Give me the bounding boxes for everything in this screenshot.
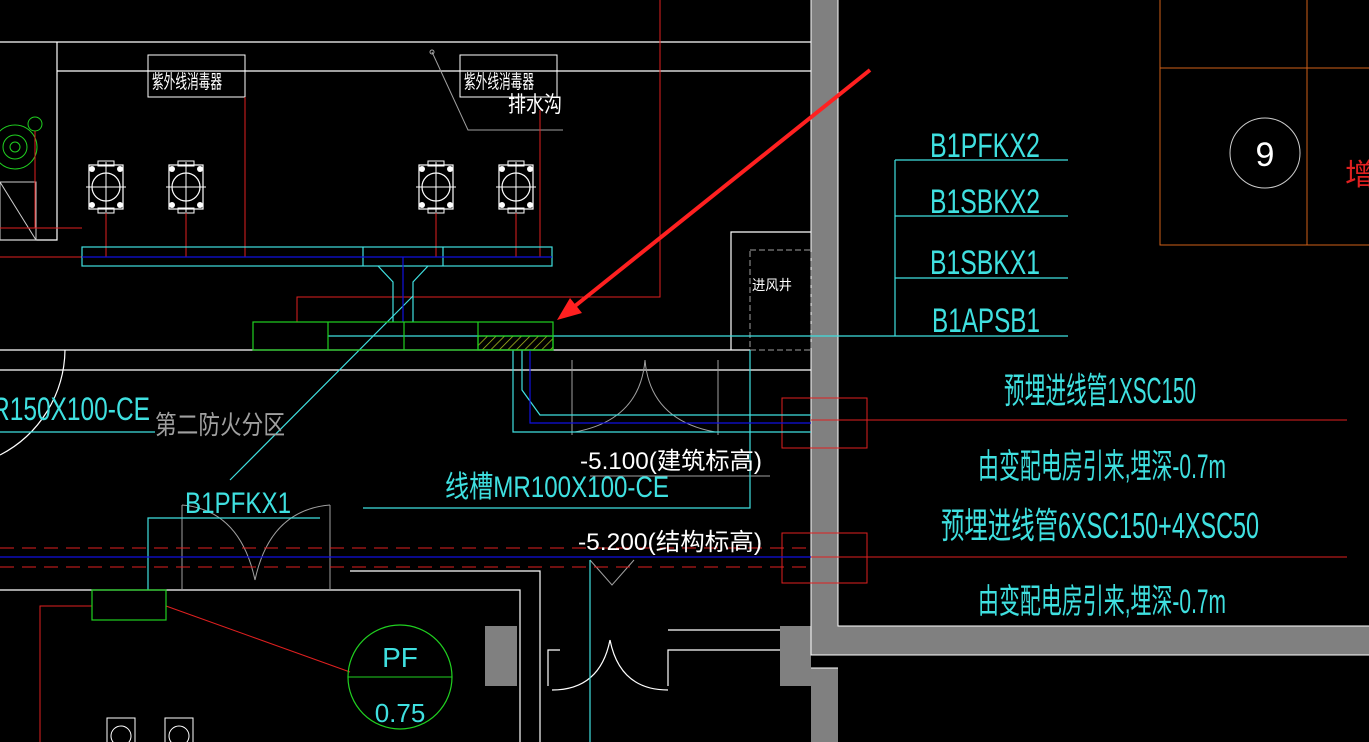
pf-tag: PF 0.75 bbox=[347, 624, 453, 730]
panel-b1pfkx1-label: B1PFKX1 bbox=[185, 487, 291, 520]
conduit-source-2: 由变配电房引来,埋深-0.7m bbox=[978, 583, 1226, 621]
uv-sterilizer-box-2 bbox=[459, 54, 558, 98]
annotation-arrow bbox=[557, 68, 872, 320]
axis-bubble bbox=[1229, 117, 1301, 189]
conduit-spec-1: 预埋进线管1XSC150 bbox=[1004, 370, 1196, 411]
column-grid bbox=[1159, 0, 1369, 246]
floor-fixtures bbox=[106, 717, 194, 742]
distribution-boxes bbox=[91, 321, 554, 621]
wall-outlines bbox=[810, 0, 1369, 669]
tray-left-label: R150X100-CE bbox=[0, 391, 150, 427]
panel-list-item: B1APSB1 bbox=[932, 302, 1040, 340]
axis-number: 9 bbox=[1256, 136, 1275, 174]
red-partial-text: 增 bbox=[1345, 159, 1369, 192]
conduit-spec-2: 预埋进线管6XSC150+4XSC50 bbox=[941, 505, 1259, 546]
architecture-lines bbox=[0, 41, 811, 742]
elevation-structural: -5.200(结构标高) bbox=[578, 529, 762, 556]
pf-tag-bottom: 0.75 bbox=[375, 698, 426, 728]
panel-list-item: B1SBKX2 bbox=[930, 183, 1040, 221]
air-shaft-label: 进风井 bbox=[752, 277, 792, 293]
ceiling-fixtures bbox=[85, 160, 537, 214]
uv-sterilizer-label-2: 紫外线消毒器 bbox=[464, 71, 534, 93]
panel-list-leader bbox=[894, 159, 1068, 337]
uv-sterilizer-box-1 bbox=[147, 54, 246, 98]
panel-list-item: B1PFKX2 bbox=[930, 127, 1040, 165]
tray-main-label: 线槽MR100X100-CE bbox=[445, 471, 669, 504]
walls bbox=[485, 0, 1369, 742]
left-equipment bbox=[0, 116, 82, 241]
pf-tag-top: PF bbox=[382, 642, 418, 673]
panel-list-item: B1SBKX1 bbox=[930, 244, 1040, 282]
elevation-architectural: -5.100(建筑标高) bbox=[580, 448, 762, 475]
uv-sterilizer-label-1: 紫外线消毒器 bbox=[152, 71, 222, 93]
conduit-source-1: 由变配电房引来,埋深-0.7m bbox=[978, 448, 1226, 486]
drain-ditch-label: 排水沟 bbox=[508, 92, 562, 117]
blue-lines bbox=[0, 256, 811, 558]
cable-tray-upper bbox=[0, 246, 895, 742]
fire-zone-label: 第二防火分区 bbox=[155, 410, 285, 440]
